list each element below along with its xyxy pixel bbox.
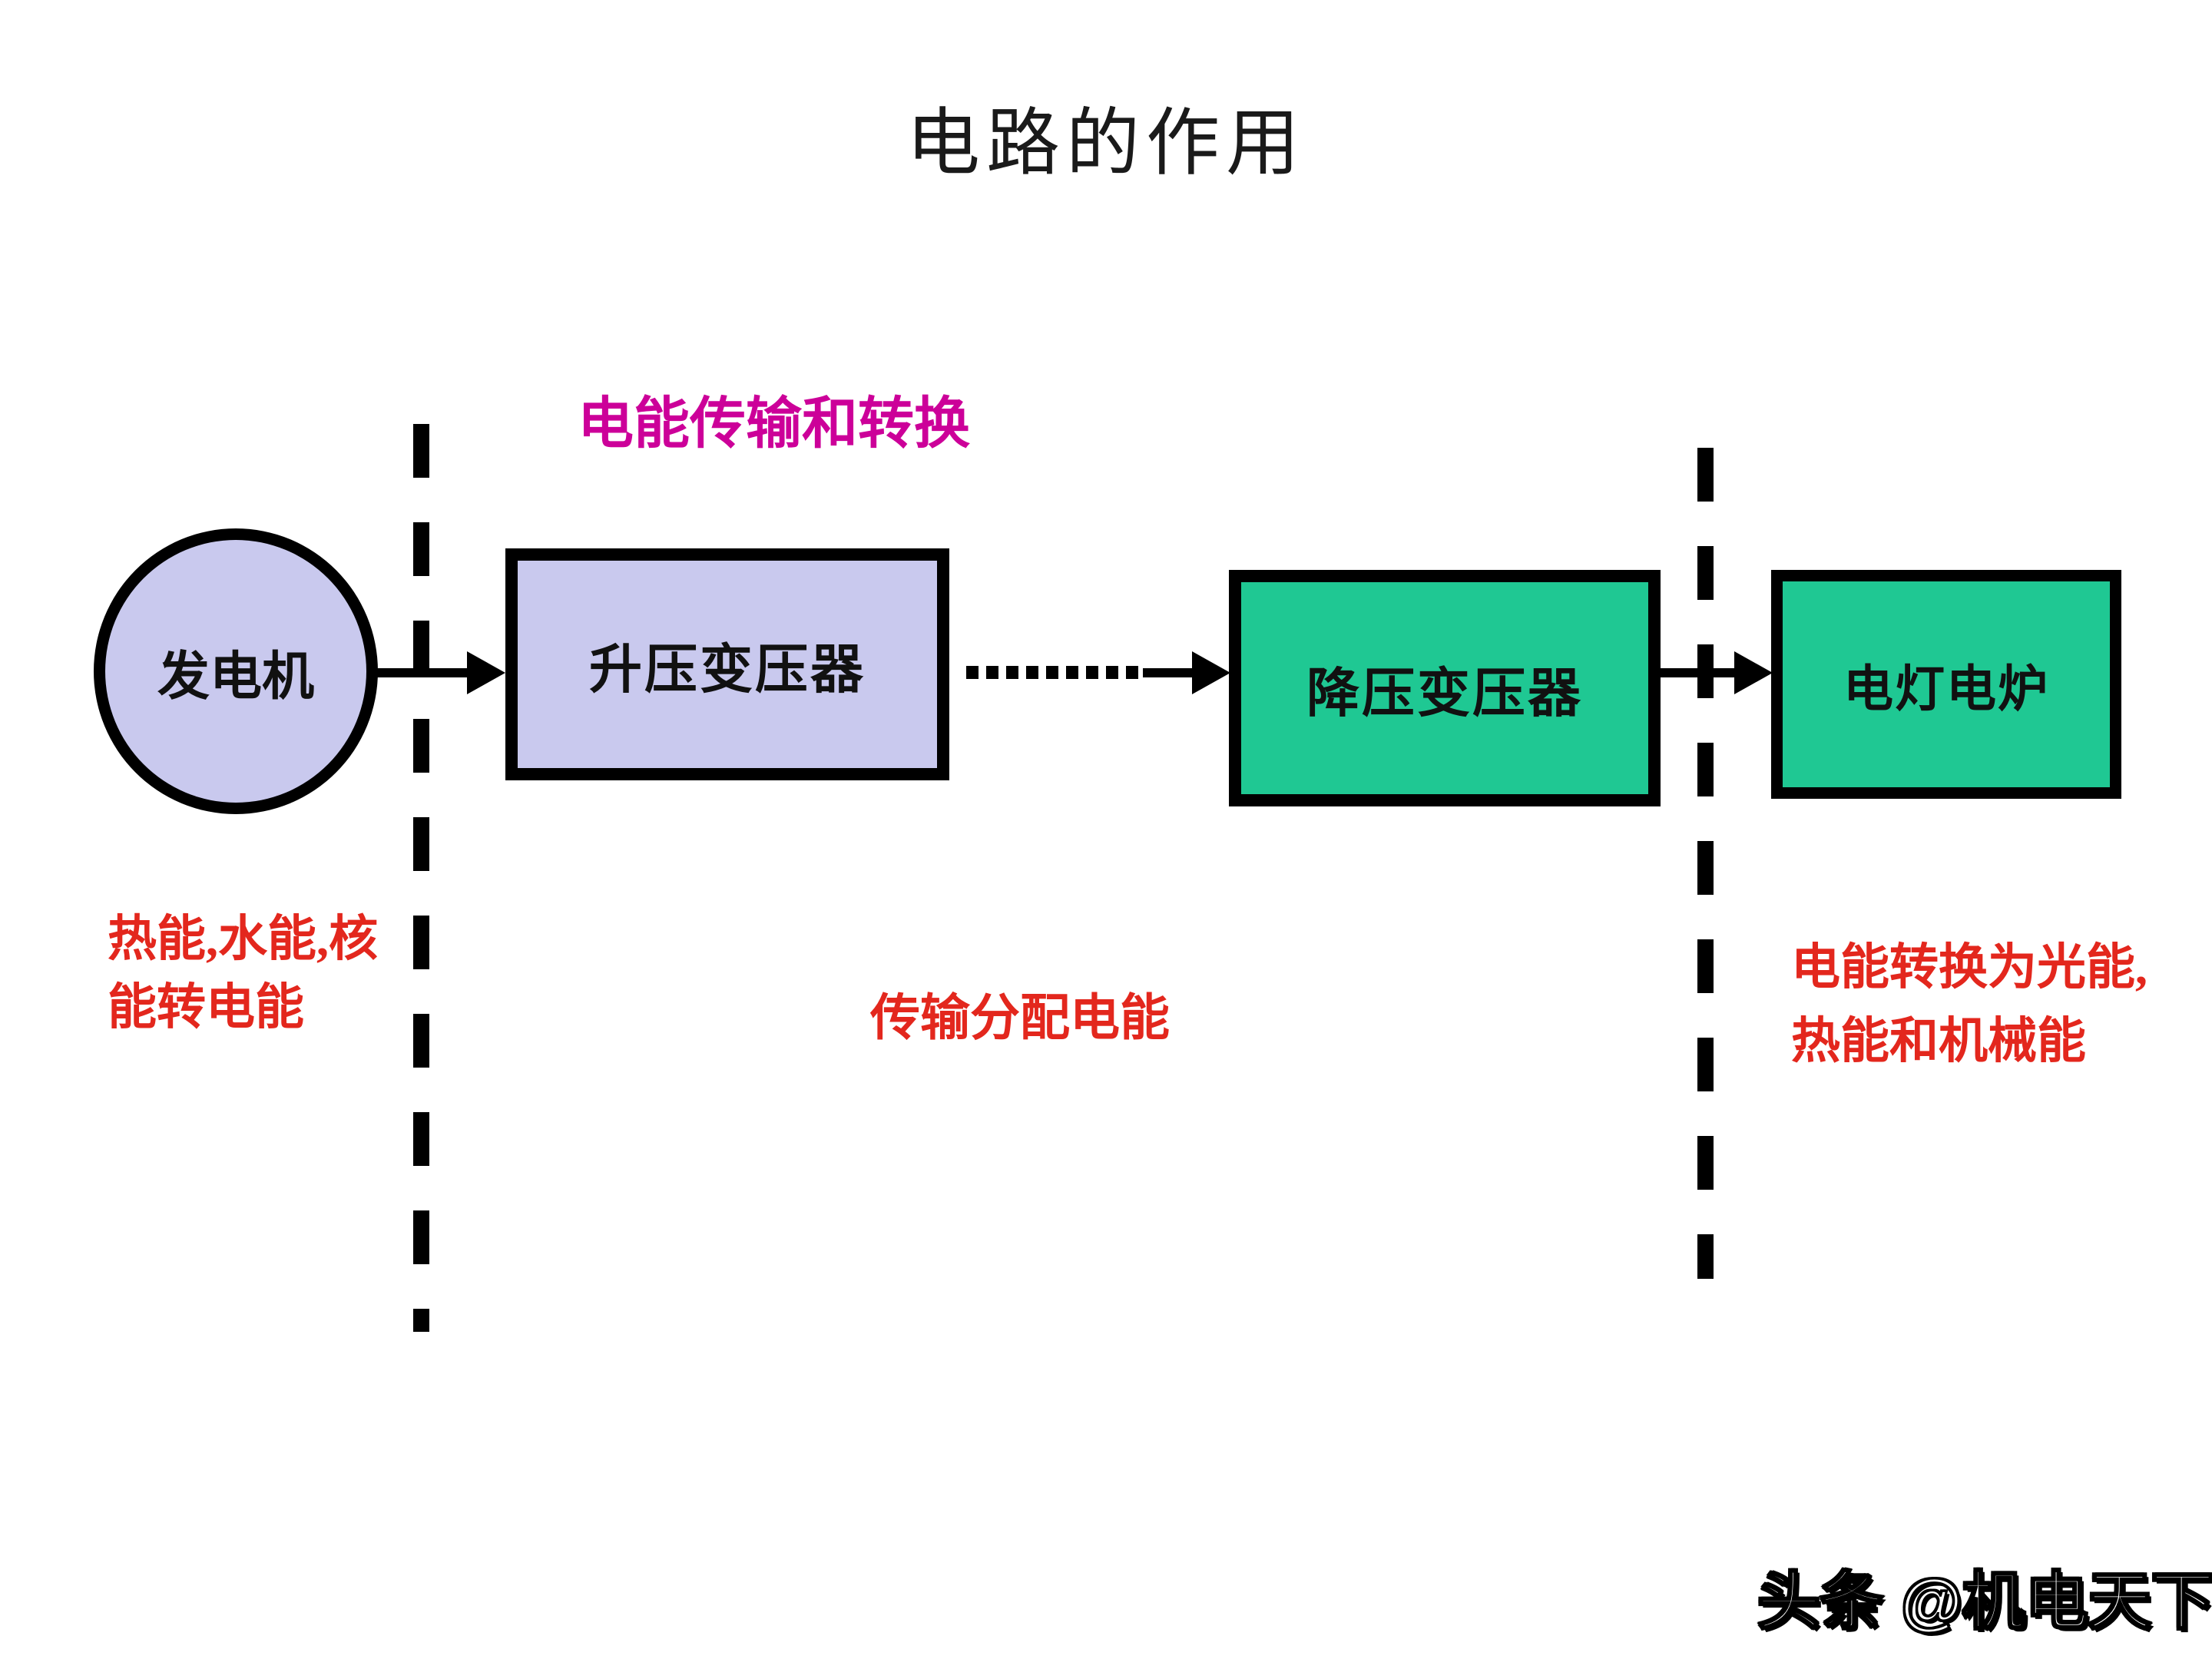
node-electric-loads-label: 电灯电炉 xyxy=(1843,662,2049,717)
arrow-stepdown-to-loads-head xyxy=(1734,651,1773,694)
watermark: 头条 @机电天下 xyxy=(1757,1566,2212,1638)
node-electric-loads: 电灯电炉 xyxy=(1771,570,2121,799)
node-step-down-transformer: 降压变压器 xyxy=(1229,570,1661,806)
annotation-generation-line2: 能转电能 xyxy=(108,980,304,1035)
annotation-generation: 热能,水能,核 能转电能 xyxy=(108,905,378,1041)
annotation-distribution: 传输分配电能 xyxy=(870,991,1171,1046)
annotation-consumption-line2: 热能和机械能 xyxy=(1791,1014,2086,1068)
annotation-consumption-line1: 电能转换为光能, xyxy=(1791,940,2147,995)
annotation-transmission-conversion: 电能传输和转换 xyxy=(578,392,970,455)
arrow-stepdown-to-loads-shaft xyxy=(1657,668,1736,677)
arrow-generator-to-stepup-shaft xyxy=(373,668,469,677)
section-divider-right xyxy=(1697,448,1714,1279)
node-step-up-transformer: 升压变压器 xyxy=(505,548,949,780)
arrow-stepup-to-stepdown-head xyxy=(1192,651,1230,694)
dotted-transmission-line xyxy=(966,666,1146,679)
node-generator: 发电机 xyxy=(94,528,378,814)
page-title: 电路的作用 xyxy=(906,102,1306,184)
arrow-generator-to-stepup-head xyxy=(467,651,505,694)
node-step-up-transformer-label: 升压变压器 xyxy=(589,641,866,699)
node-step-down-transformer-label: 降压变压器 xyxy=(1306,664,1583,723)
section-divider-left xyxy=(413,424,429,1332)
arrow-stepup-to-stepdown-shaft xyxy=(1143,668,1194,677)
node-generator-label: 发电机 xyxy=(157,647,314,706)
annotation-generation-line1: 热能,水能,核 xyxy=(108,912,378,966)
annotation-consumption: 电能转换为光能, 热能和机械能 xyxy=(1791,931,2147,1078)
